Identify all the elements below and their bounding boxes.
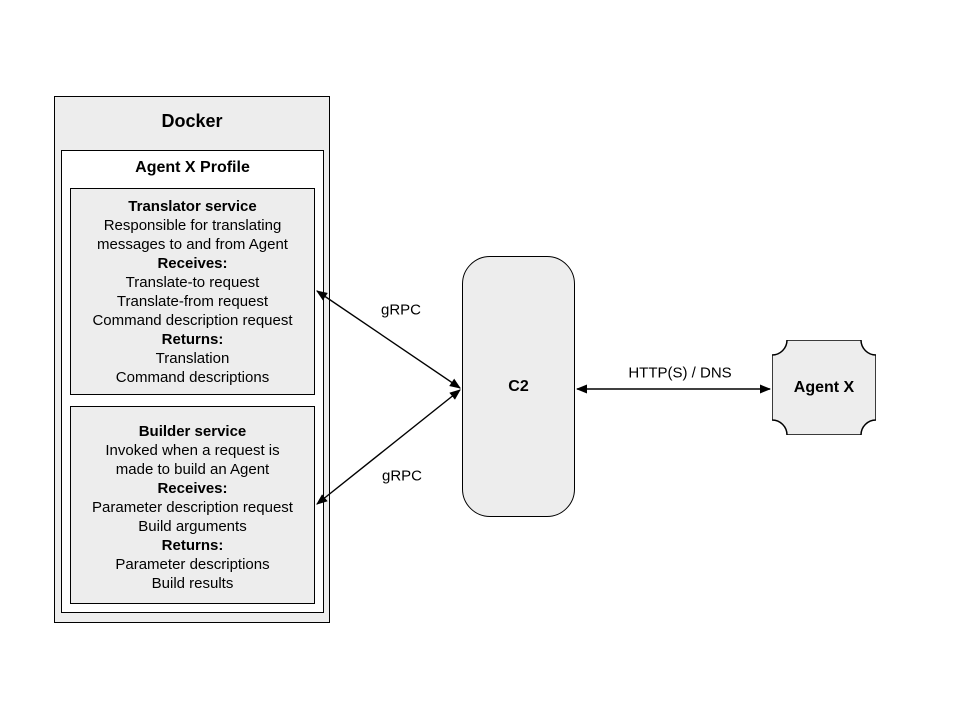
translator-returns-heading: Returns: xyxy=(161,331,224,348)
translator-service-line: Responsible for translating xyxy=(103,217,282,234)
builder-service-line: made to build an Agent xyxy=(115,461,270,478)
agent-x-node: Agent X xyxy=(772,340,876,435)
grpc-arrow-builder-c2 xyxy=(316,389,461,505)
grpc-label-top: gRPC xyxy=(380,301,422,319)
grpc-label-bottom: gRPC xyxy=(381,467,423,485)
builder-service-line: Build arguments xyxy=(138,518,247,535)
http-dns-label: HTTP(S) / DNS xyxy=(628,364,732,382)
builder-service-line: Parameter description request xyxy=(92,499,293,516)
translator-service-line: Command description request xyxy=(92,312,293,329)
translator-receives-heading: Receives: xyxy=(157,255,228,272)
builder-service-title: Builder service xyxy=(138,423,247,440)
builder-returns-heading: Returns: xyxy=(161,537,224,554)
builder-receives-heading: Receives: xyxy=(157,480,228,497)
translator-service-box: Translator service Responsible for trans… xyxy=(70,188,315,395)
agent-x-plaque-shape xyxy=(772,340,876,435)
docker-title: Docker xyxy=(161,111,223,131)
translator-service-line: Translation xyxy=(155,350,230,367)
translator-service-line: Translate-to request xyxy=(125,274,260,291)
agent-x-label: Agent X xyxy=(793,378,855,396)
translator-service-title: Translator service xyxy=(128,198,257,215)
c2-node: C2 xyxy=(462,256,575,517)
c2-label: C2 xyxy=(508,377,529,395)
builder-service-line: Invoked when a request is xyxy=(105,442,280,459)
translator-service-line: messages to and from Agent xyxy=(97,236,288,253)
builder-service-line: Parameter descriptions xyxy=(115,556,270,573)
builder-service-line: Build results xyxy=(151,575,234,592)
builder-service-box: Builder service Invoked when a request i… xyxy=(70,406,315,604)
translator-service-line: Translate-from request xyxy=(116,293,269,310)
agent-x-profile-title: Agent X Profile xyxy=(135,159,250,176)
translator-service-line: Command descriptions xyxy=(115,369,270,386)
